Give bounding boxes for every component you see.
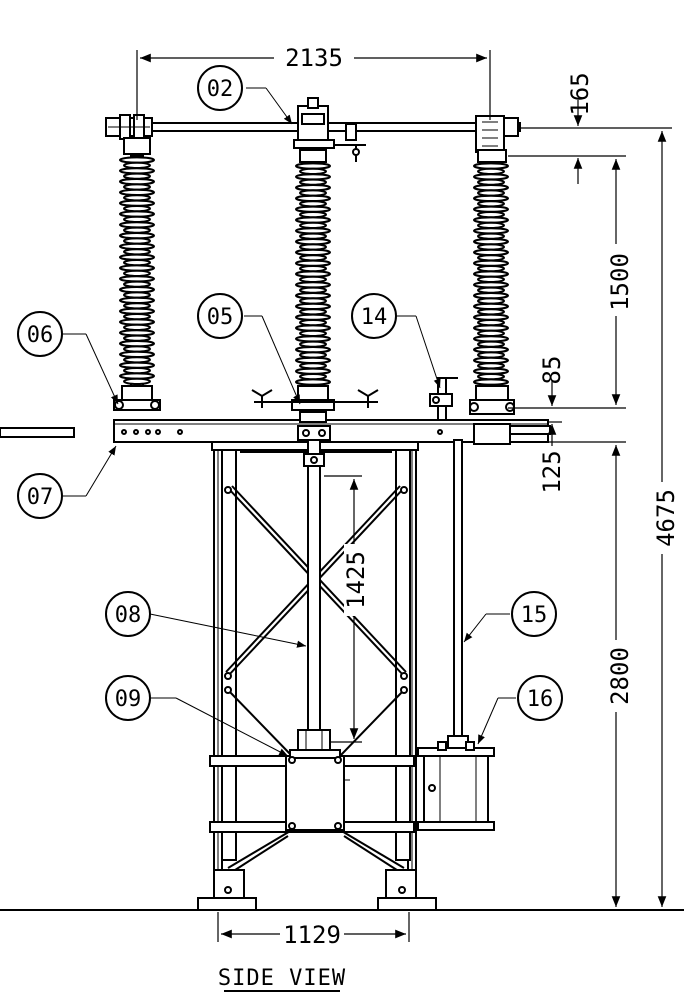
dim-structure-height: 2800 xyxy=(436,445,634,911)
svg-text:08: 08 xyxy=(115,603,142,628)
callout-07: 07 xyxy=(17,445,117,519)
dim-base-width: 1129 xyxy=(217,912,410,949)
insulator-base-center xyxy=(291,385,335,411)
drive-shaft xyxy=(297,439,331,757)
svg-text:05: 05 xyxy=(207,305,234,330)
dim-label-2800: 2800 xyxy=(606,647,634,705)
conductor-bar xyxy=(105,97,521,162)
callout-15: 15 xyxy=(463,591,557,643)
dim-label-1425: 1425 xyxy=(342,551,370,609)
insulator-base-left xyxy=(113,385,161,411)
svg-text:07: 07 xyxy=(27,485,54,510)
insulator-center xyxy=(295,161,331,387)
dim-label-span: 2135 xyxy=(285,44,343,72)
svg-text:09: 09 xyxy=(115,687,142,712)
svg-text:14: 14 xyxy=(361,305,388,330)
dim-frame-height: 125 xyxy=(538,441,626,494)
gearbox xyxy=(285,749,350,831)
callout-09: 09 xyxy=(105,675,289,757)
callout-02: 02 xyxy=(197,65,293,125)
dim-label-165: 165 xyxy=(566,72,594,115)
dim-label-1500: 1500 xyxy=(606,253,634,311)
view-title: SIDE VIEW xyxy=(218,966,346,991)
side-stub-bar xyxy=(0,427,75,438)
dim-label-125: 125 xyxy=(538,450,566,493)
dim-top-offset: 165 xyxy=(508,72,672,184)
callout-06: 06 xyxy=(17,311,119,405)
linkage-rod xyxy=(447,439,469,751)
insulator-base-right xyxy=(469,385,515,415)
callout-16: 16 xyxy=(477,675,563,745)
dim-label-85: 85 xyxy=(538,356,566,385)
base-frame xyxy=(113,411,551,445)
dim-span-width: 2135 xyxy=(136,44,491,120)
svg-text:06: 06 xyxy=(27,323,54,348)
svg-text:02: 02 xyxy=(207,77,234,102)
svg-text:15: 15 xyxy=(521,603,548,628)
svg-text:16: 16 xyxy=(527,687,554,712)
operating-arm xyxy=(251,389,379,408)
mechanism-box xyxy=(417,741,495,831)
dim-insulator-height: 1500 xyxy=(508,159,634,409)
callout-05: 05 xyxy=(197,293,301,405)
dim-overall-height: 4675 xyxy=(626,131,680,911)
dim-label-1129: 1129 xyxy=(283,921,341,949)
insulator-left xyxy=(119,155,155,387)
callout-08: 08 xyxy=(105,591,307,648)
dim-shaft-length: 1425 xyxy=(324,475,370,743)
dim-flange-height: 85 xyxy=(538,356,566,446)
auxiliary-switch xyxy=(429,377,458,421)
insulator-right xyxy=(473,161,509,387)
dim-label-4675: 4675 xyxy=(652,489,680,547)
callout-14: 14 xyxy=(351,293,441,389)
